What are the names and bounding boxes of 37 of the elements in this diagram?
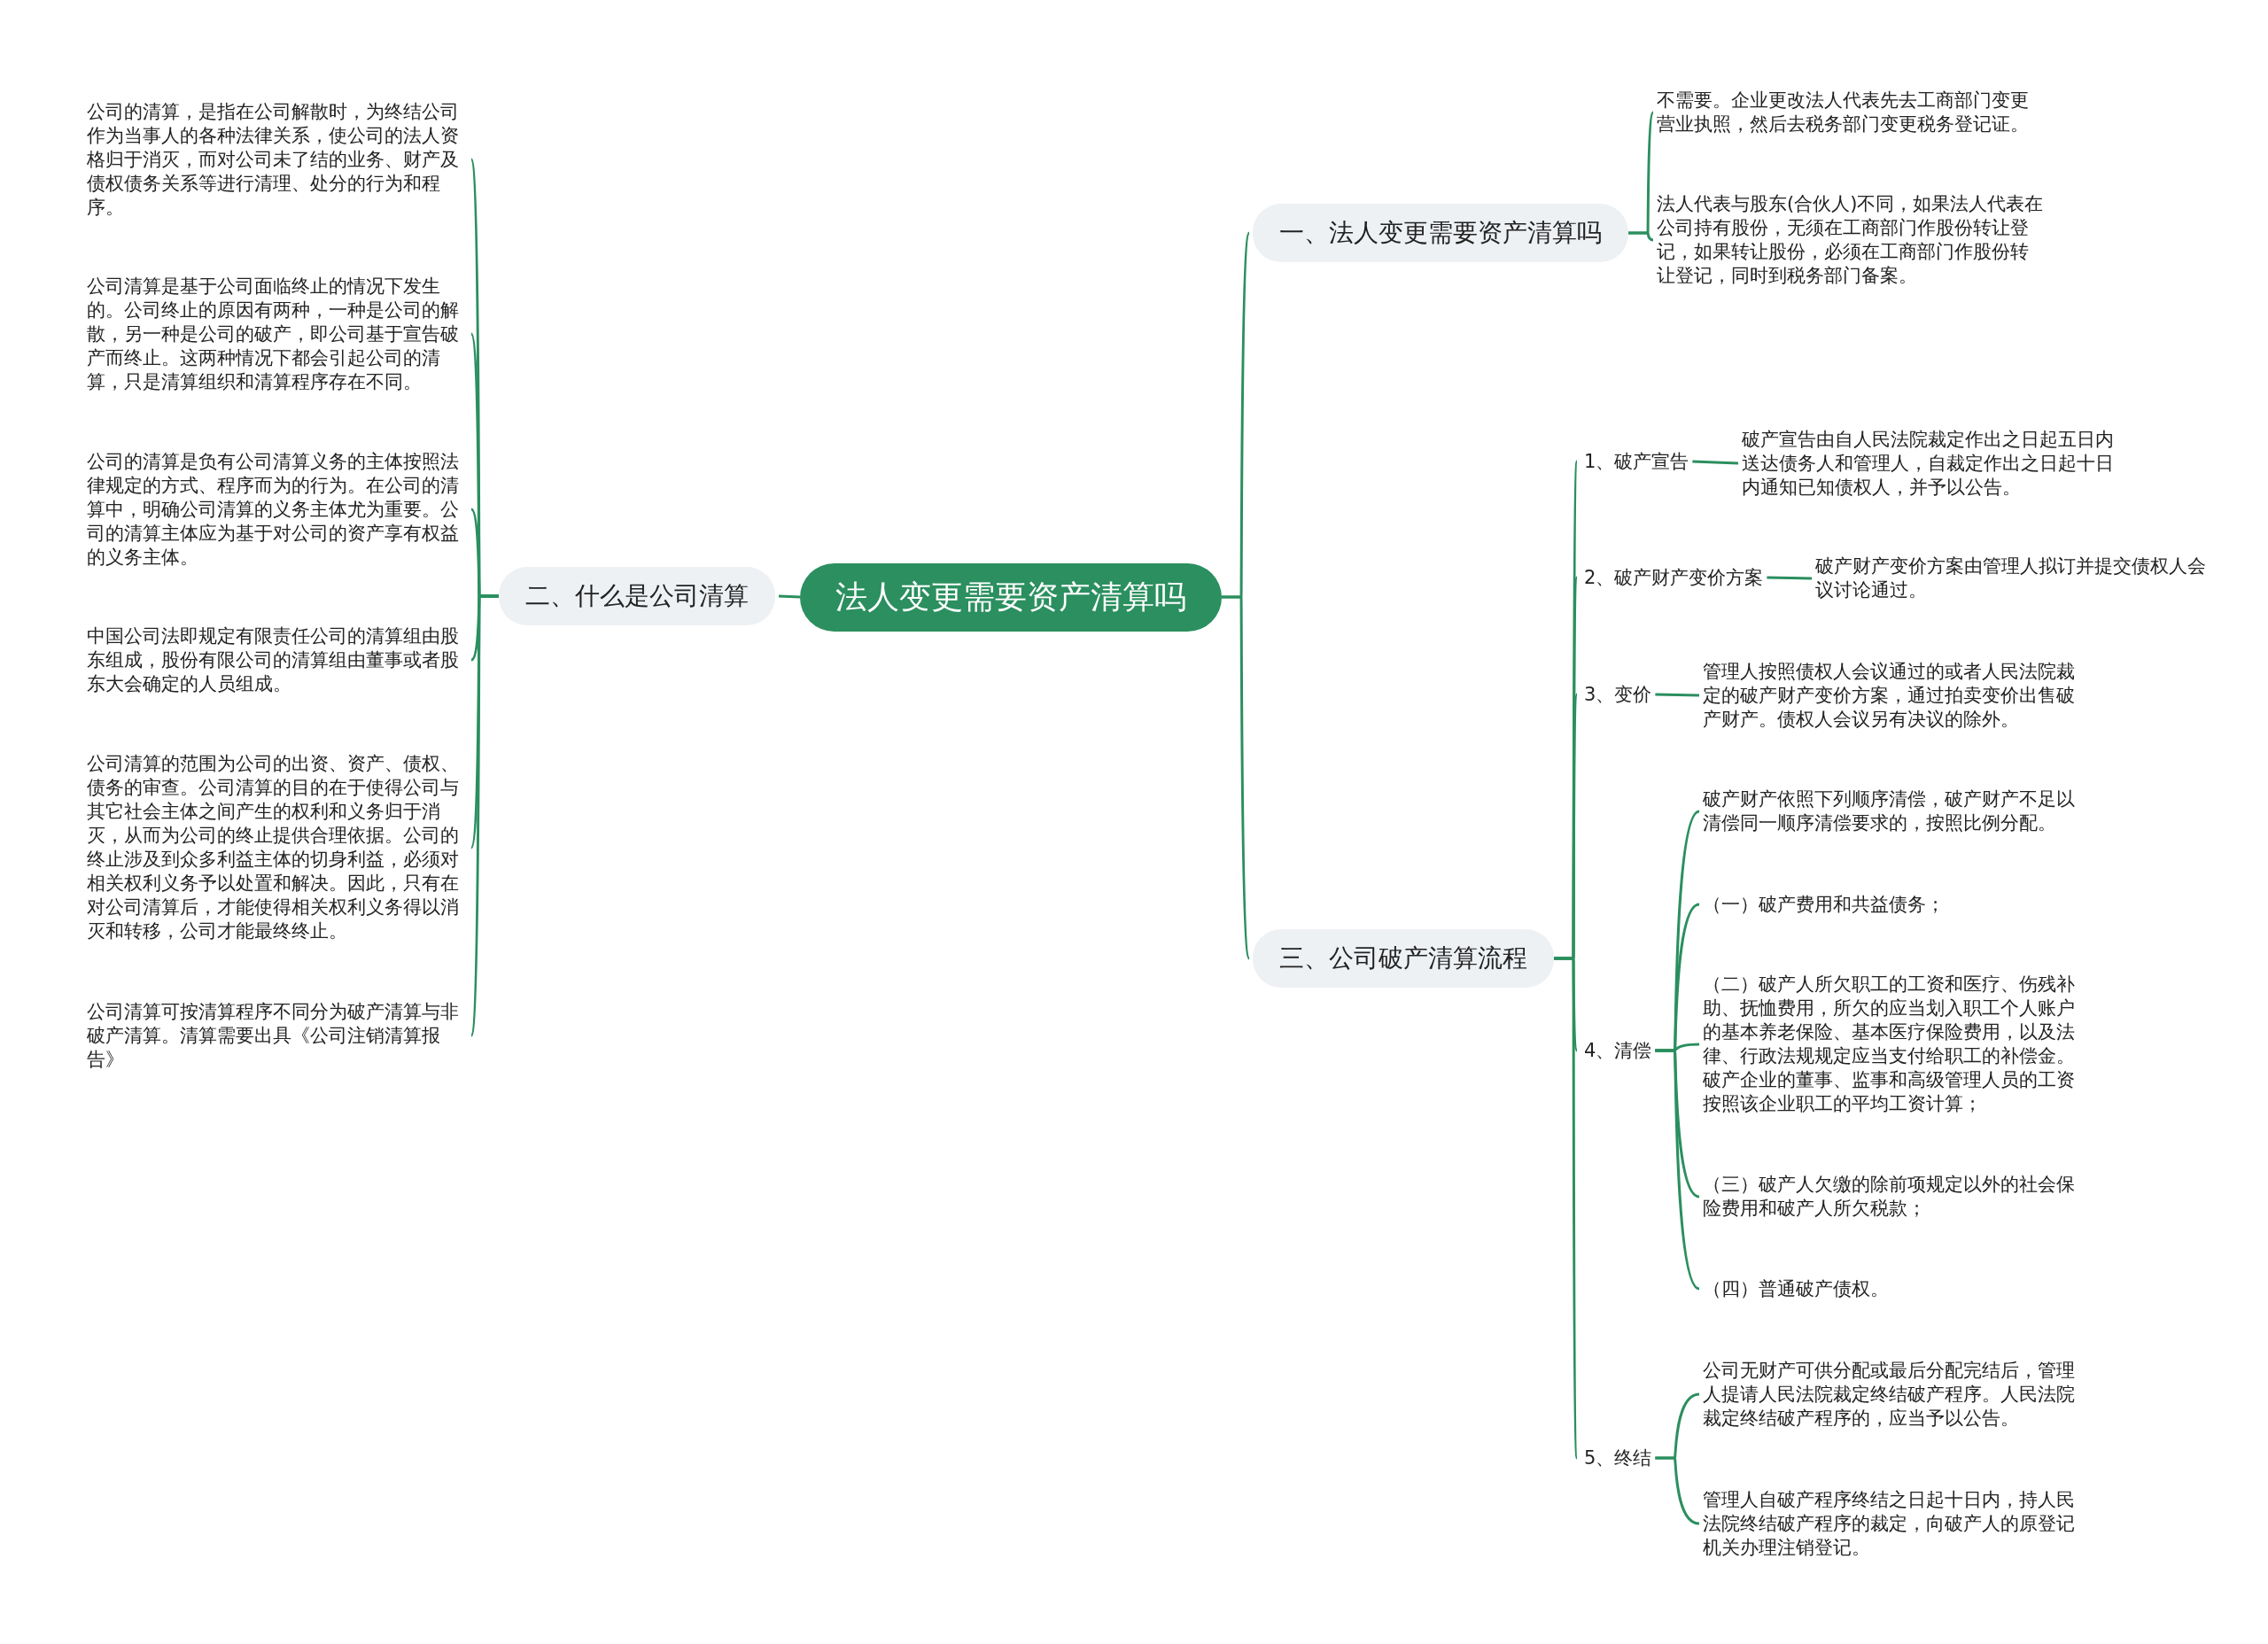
connector-line [1692, 460, 1739, 465]
connector-line [778, 594, 801, 599]
detail-text: 公司清算是基于公司面临终止的情况下发生的。公司终止的原因有两种，一种是公司的解散，另一种是公司的破产，即公司基于宣告破产而终止。这两种情况下都会引起公司的清算，只是清算组织和清算程序存在不同。 [87, 274, 468, 394]
branch-topic: 二、什么是公司清算 [499, 567, 775, 625]
detail-text: 公司的清算是负有公司清算义务的主体按照法律规定的方式、程序而为的行为。在公司的清算中，明确公司清算的义务主体尤为重要。公司的清算主体应为基于对公司的资产享有权益的义务主体。 [87, 449, 468, 570]
subtopic-text: 1、破产宣告 [1581, 447, 1693, 476]
subtopic-text: 5、终结 [1581, 1444, 1656, 1472]
detail-text: 中国公司法即规定有限责任公司的清算组由股东组成，股份有限公司的清算组由董事或者股东大会确定的人员组成。 [87, 624, 468, 696]
detail-text: 破产财产变价方案由管理人拟订并提交债权人会议讨论通过。 [1815, 554, 2214, 602]
connector-line [1655, 1456, 1700, 1525]
branch-topic: 一、法人变更需要资产清算吗 [1253, 204, 1628, 262]
detail-text: 管理人按照债权人会议通过的或者人民法院裁定的破产财产变价方案，通过拍卖变价出售破产财产。债权人会议另有决议的除外。 [1703, 659, 2093, 732]
detail-text: （一）破产费用和共益债务； [1703, 892, 2093, 917]
subtopic-text: 4、清偿 [1581, 1036, 1656, 1065]
subtopic-text: 2、破产财产变价方案 [1581, 563, 1767, 592]
connector-line [1628, 231, 1654, 242]
detail-text: （三）破产人欠缴的除前项规定以外的社会保险费用和破产人所欠税款； [1703, 1173, 2093, 1221]
connector-line [1222, 595, 1251, 959]
connector-line [1767, 576, 1813, 580]
central-topic: 法人变更需要资产清算吗 [800, 562, 1222, 632]
subtopic-text: 3、变价 [1581, 680, 1656, 709]
detail-text: 破产宣告由自人民法院裁定作出之日起五日内送达债务人和管理人，自裁定作出之日起十日内通知已知债权人，并予以公告。 [1742, 427, 2132, 500]
detail-text: 管理人自破产程序终结之日起十日内，持人民法院终结破产程序的裁定，向破产人的原登记机关办理注销登记。 [1703, 1487, 2093, 1560]
connector-line [1554, 957, 1579, 1459]
connector-line [470, 594, 499, 1036]
detail-text: 破产财产依照下列顺序清偿，破产财产不足以清偿同一顺序清偿要求的，按照比例分配。 [1703, 787, 2093, 835]
detail-text: 不需要。企业更改法人代表先去工商部门变更营业执照，然后去税务部门变更税务登记证。 [1657, 89, 2047, 136]
detail-text: 公司清算的范围为公司的出资、资产、债权、债务的审查。公司清算的目的在于使得公司与其它社会主体之间产生的权利和义务归于消灭，从而为公司的终止提供合理依据。公司的终止涉及到众多利益主体的切身利益，必须对相关权利义务予以处置和解决。因此，只有在对公司清算后，才能使得相关权利义务得以消灭和转移，公司才能最终终止。 [87, 752, 468, 943]
connector-line [1655, 693, 1700, 697]
detail-text: 公司无财产可供分配或最后分配完结后，管理人提请人民法院裁定终结破产程序。人民法院裁定终结破产程序的，应当予以公告。 [1703, 1358, 2093, 1431]
detail-text: 法人代表与股东(合伙人)不同，如果法人代表在公司持有股份，无须在工商部门作股份转让登记，如果转让股份，必须在工商部门作股份转让登记，同时到税务部门备案。 [1657, 192, 2047, 288]
branch-topic: 三、公司破产清算流程 [1253, 929, 1554, 988]
detail-text: （四）普通破产债权。 [1703, 1276, 2093, 1301]
detail-text: 公司的清算，是指在公司解散时，为终结公司作为当事人的各种法律关系，使公司的法人资格归于消灭，而对公司未了结的业务、财产及债权债务关系等进行清理、处分的行为和程序。 [87, 99, 468, 220]
connector-line [1655, 1049, 1700, 1291]
detail-text: （二）破产人所欠职工的工资和医疗、伤残补助、抚恤费用，所欠的应当划入职工个人账户的基本养老保险、基本医疗保险费用，以及法律、行政法规规定应当支付给职工的补偿金。破产企业的董事、监事和高级管理人员的工资按照该企业职工的平均工资计算； [1703, 973, 2093, 1116]
detail-text: 公司清算可按清算程序不同分为破产清算与非破产清算。清算需要出具《公司注销清算报告》 [87, 999, 468, 1072]
